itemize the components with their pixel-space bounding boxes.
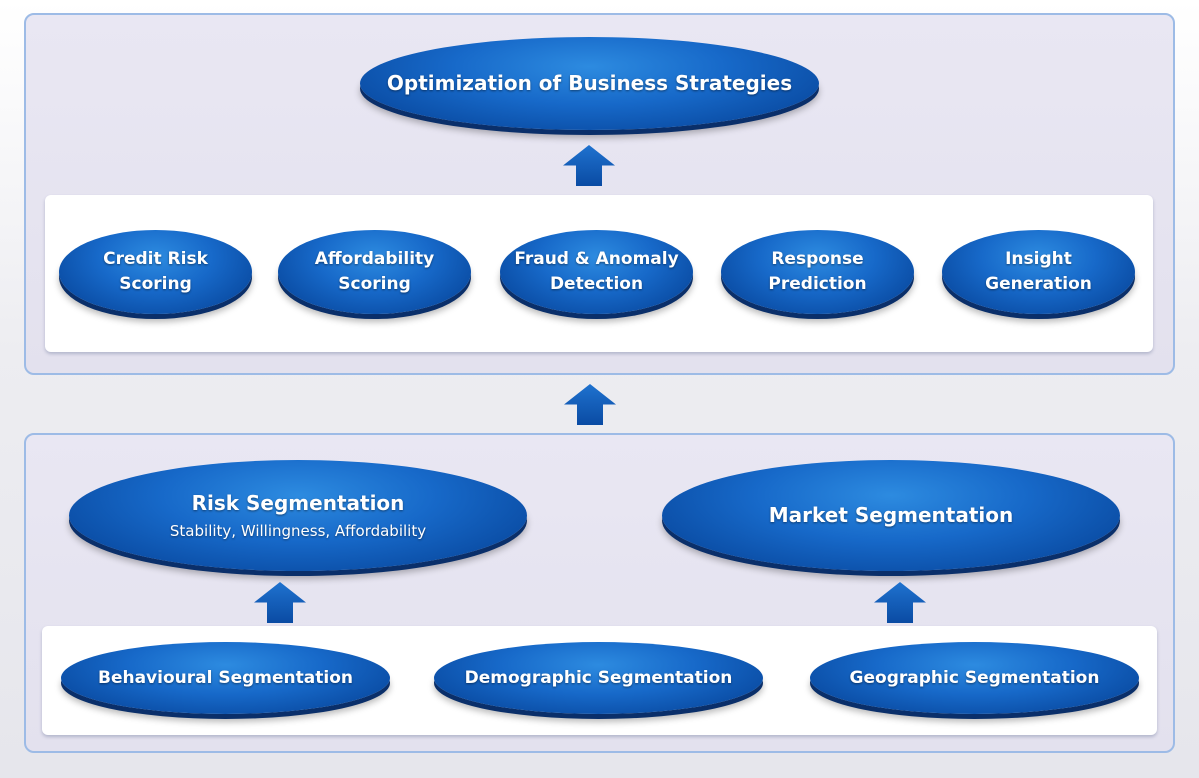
model-label-line2: Scoring — [338, 274, 411, 294]
model-label-line2: Scoring — [119, 274, 192, 294]
model-node-affordability: Affordability Scoring — [278, 230, 471, 314]
base-label: Behavioural Segmentation — [98, 667, 353, 688]
model-label-line1: Affordability — [314, 249, 435, 269]
risk-segmentation-subtitle: Stability, Willingness, Affordability — [169, 522, 427, 540]
model-node-credit-risk: Credit Risk Scoring — [59, 230, 252, 314]
model-label-line1: Response — [771, 249, 864, 269]
risk-segmentation-title: Risk Segmentation — [191, 491, 405, 515]
model-label-line2: Detection — [549, 274, 644, 294]
arrow-up-icon — [564, 384, 616, 425]
model-label-line2: Generation — [985, 274, 1092, 294]
model-node-response: Response Prediction — [721, 230, 914, 314]
behavioural-segmentation-node: Behavioural Segmentation — [61, 642, 390, 714]
goal-node: Optimization of Business Strategies — [360, 37, 819, 130]
market-segmentation-title: Market Segmentation — [768, 503, 1014, 527]
base-label: Demographic Segmentation — [464, 667, 733, 688]
goal-label: Optimization of Business Strategies — [386, 71, 793, 95]
model-label-line2: Prediction — [768, 274, 867, 294]
model-label-line1: Credit Risk — [103, 249, 208, 269]
demographic-segmentation-node: Demographic Segmentation — [434, 642, 763, 714]
model-label-line1: Insight — [1005, 249, 1072, 269]
model-label-line1: Fraud & Anomaly — [514, 249, 679, 269]
risk-segmentation-node: Risk Segmentation Stability, Willingness… — [69, 460, 527, 571]
geographic-segmentation-node: Geographic Segmentation — [810, 642, 1139, 714]
market-segmentation-node: Market Segmentation — [662, 460, 1120, 571]
model-node-fraud-anomaly: Fraud & Anomaly Detection — [500, 230, 693, 314]
base-label: Geographic Segmentation — [849, 667, 1100, 688]
model-node-insight: Insight Generation — [942, 230, 1135, 314]
